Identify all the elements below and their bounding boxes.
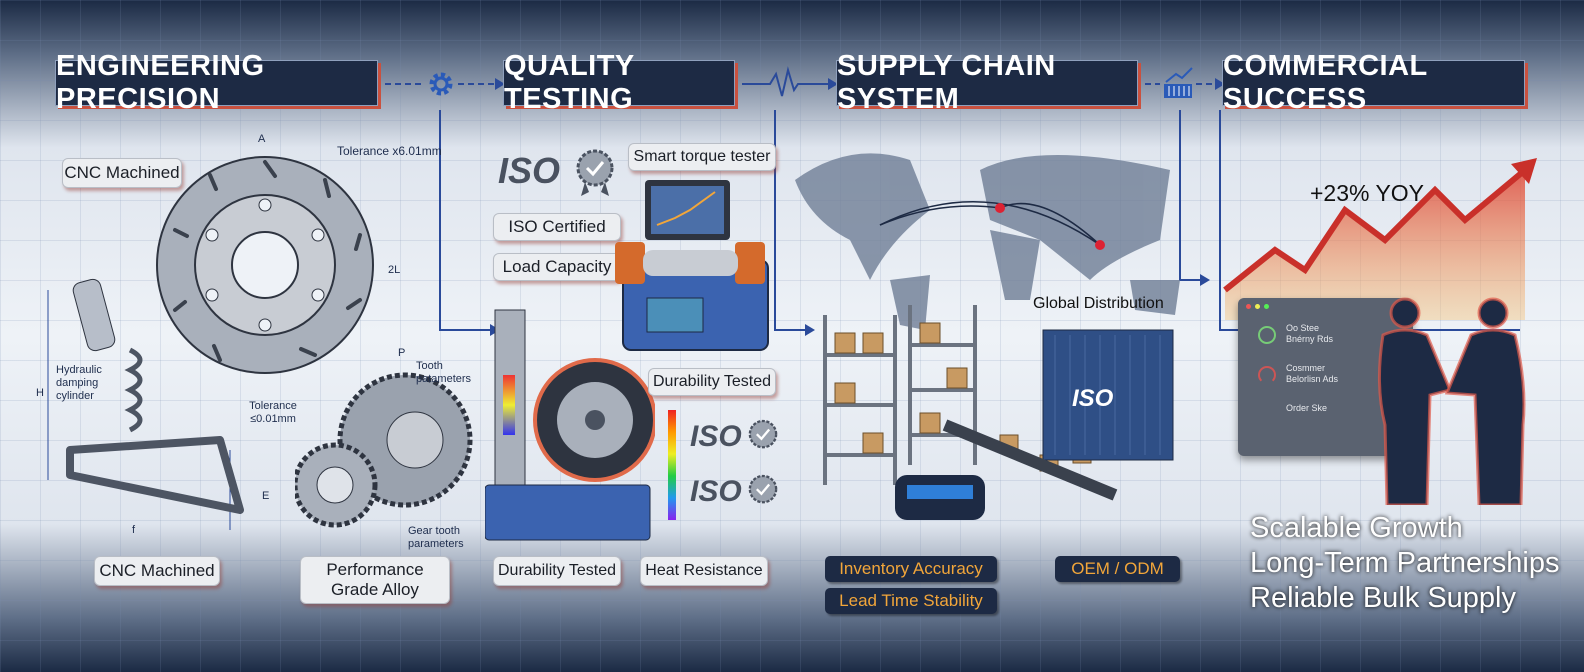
- dim-2l: 2L: [388, 264, 401, 276]
- dim-a: A: [258, 133, 266, 145]
- container-chart-icon: [1164, 67, 1193, 98]
- tolerance-top: Tolerance x6.01mm: [337, 144, 442, 158]
- line-reliable-bulk-supply: Reliable Bulk Supply: [1250, 582, 1516, 614]
- header-supply-chain: SUPPLY CHAIN SYSTEM: [836, 50, 1138, 115]
- dim-f: f: [132, 524, 136, 536]
- gears-illustration: [295, 372, 473, 528]
- gear-icon: [429, 72, 453, 96]
- iso-logo: ISO: [498, 150, 561, 191]
- label-smart-torque-tester: Smart torque tester: [628, 143, 776, 171]
- line-scalable-growth: Scalable Growth: [1250, 512, 1463, 544]
- header-quality-testing: QUALITY TESTING: [503, 50, 735, 115]
- certified-badge-icon: [576, 149, 614, 196]
- container-iso-logo: ISO: [1072, 385, 1114, 412]
- iso-logo: ISO: [690, 420, 742, 453]
- growth-yoy-label: +23% YOY: [1310, 180, 1425, 206]
- tolerance-bottom: Tolerance ≤0.01mm: [249, 400, 297, 426]
- brake-disc-illustration: [156, 156, 374, 374]
- durability-tester-illustration: [485, 309, 655, 541]
- window-dots: [1246, 304, 1269, 309]
- warehouse-illustration: [823, 305, 1174, 520]
- heat-color-scale: [668, 410, 676, 520]
- label-oem-odm: OEM / ODM: [1055, 556, 1180, 582]
- label-performance-alloy: Performance Grade Alloy: [300, 556, 450, 604]
- label-iso-certified: ISO Certified: [493, 213, 621, 241]
- dash-item-3: Order Ske: [1286, 403, 1328, 413]
- tooth-parameters: Tooth patameters: [416, 360, 472, 386]
- hydraulic-label: Hydraulic damping cylinder: [56, 364, 102, 403]
- label-load-capacity: Load Capacity: [493, 253, 621, 281]
- label-lead-time-stability: Lead Time Stability: [825, 588, 997, 614]
- header-engineering-precision: ENGINEERING PRECISION: [55, 50, 378, 115]
- check-gauge-icon: [1258, 326, 1276, 344]
- label-cnc-machined-top: CNC Machined: [62, 158, 182, 188]
- label-durability-tested-bottom: Durability Tested: [493, 556, 621, 586]
- world-map-illustration: [795, 153, 1180, 330]
- line-long-term-partnerships: Long-Term Partnerships: [1250, 547, 1560, 579]
- label-inventory-accuracy: Inventory Accuracy: [825, 556, 997, 582]
- dim-h: H: [36, 387, 44, 399]
- dim-e: E: [262, 490, 270, 502]
- label-heat-resistance: Heat Resistance: [640, 556, 768, 586]
- growth-chart-illustration: [1223, 158, 1537, 320]
- gauge-icon: [1258, 366, 1276, 384]
- header-commercial-success: COMMERCIAL SUCCESS: [1222, 50, 1525, 115]
- dim-p: P: [398, 347, 406, 359]
- torque-tester-illustration: [615, 180, 769, 351]
- certified-badge-icon: [748, 419, 778, 449]
- iso-logo: ISO: [690, 475, 742, 508]
- certified-badge-icon: [748, 474, 778, 504]
- label-durability-tested-right: Durability Tested: [648, 368, 776, 396]
- global-distribution-label: Global Distribution: [1033, 295, 1164, 312]
- label-cnc-machined-bottom: CNC Machined: [94, 556, 220, 586]
- suspension-illustration: [47, 278, 244, 530]
- gear-tooth-parameters: Gear tooth parameters: [408, 525, 464, 551]
- handshake-silhouette: [1377, 297, 1526, 505]
